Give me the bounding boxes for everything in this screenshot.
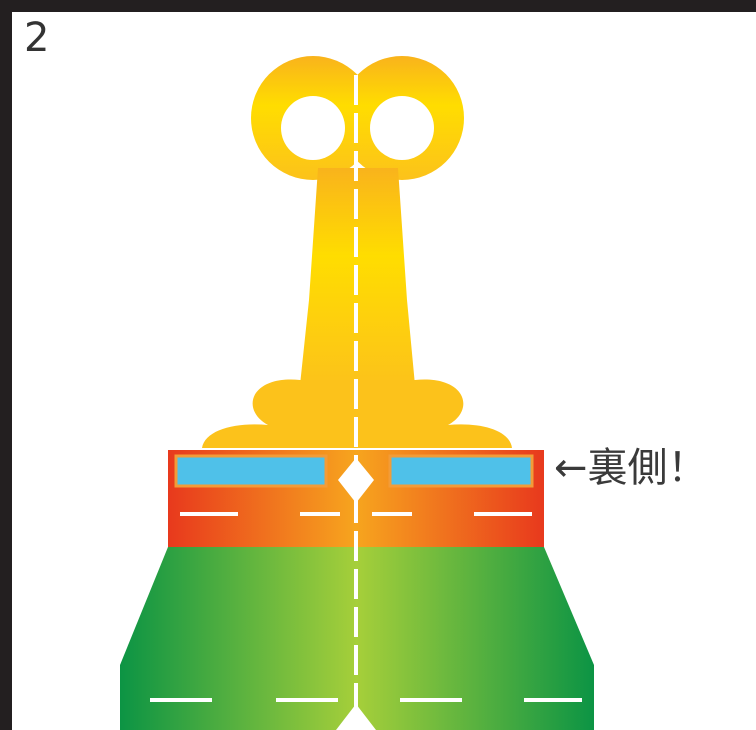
blue-tab-right bbox=[388, 454, 534, 488]
blue-tab-left bbox=[174, 454, 328, 488]
step-number: 2 bbox=[24, 15, 50, 61]
key-hole-right bbox=[370, 96, 434, 160]
key-hole-left bbox=[281, 96, 345, 160]
green-body bbox=[120, 547, 594, 730]
fold-lines bbox=[150, 75, 582, 710]
back-side-callout: ←裏側！ bbox=[554, 445, 708, 491]
frame-top-border bbox=[0, 0, 756, 12]
bottom-notch bbox=[336, 704, 376, 730]
frame-left-border bbox=[0, 0, 12, 730]
